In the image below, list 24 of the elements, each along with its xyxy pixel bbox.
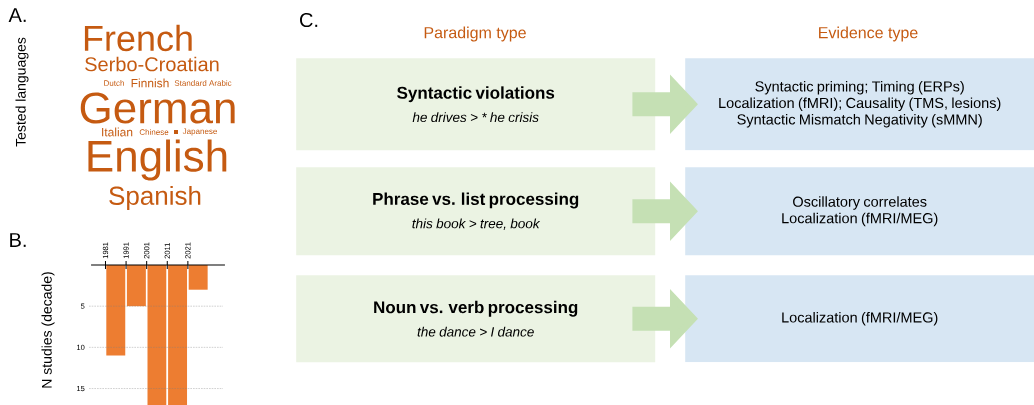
word: Italian [102,127,133,137]
word: Standard Arabic [174,80,232,86]
word: Finnish [131,78,169,88]
word: Chinese [139,129,169,135]
panel-letter: A. [8,8,26,22]
word: German [80,92,235,124]
evidence-box: Oscillatory correlates Localization (fMRI/MEG) [685,167,1034,256]
axis-title: N studies (decade) [41,272,55,388]
evidence-box: Localization (fMRI/MEG) [685,275,1034,363]
word: Dutch [104,80,124,86]
paradigm-box: Syntactic violations he drives > * he crisis [296,58,656,151]
word: Spanish [109,185,201,211]
word: French [84,24,192,52]
paradigm-box: Phrase vs. list processing this book > tree, book [296,167,656,256]
word: Japanese [182,128,217,136]
paradigm-box: Noun vs. verb processing the dance > I dance [296,275,656,363]
panel-letter: B. [10,233,26,247]
word: Serbo-Croatian [85,56,219,72]
word: English [88,139,227,181]
axis-title: Tested languages [15,37,29,147]
column-header: Paradigm type [424,26,526,42]
column-header: Evidence type [819,26,918,42]
panel-letter: C. [300,12,318,28]
evidence-box: Syntactic priming; Timing (ERPs) Localization (fMRI); Causality (TMS, lesions) Syntactic Mismatch Negativity (sMMN) [685,58,1034,151]
